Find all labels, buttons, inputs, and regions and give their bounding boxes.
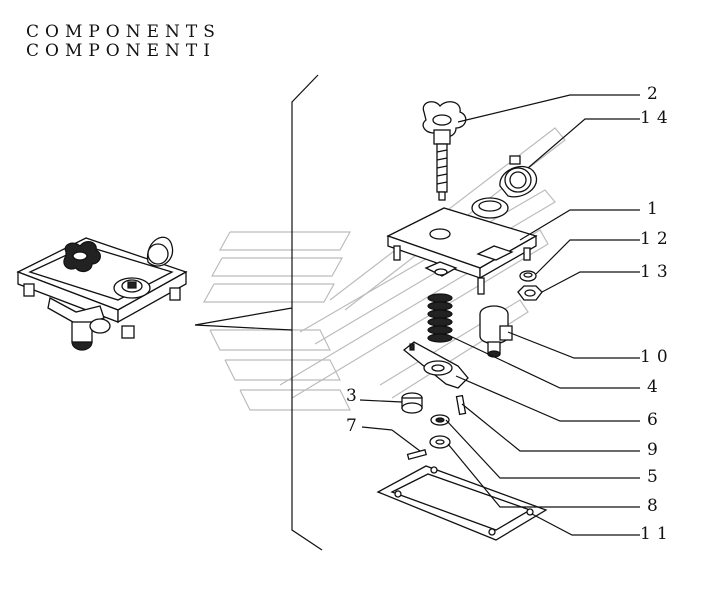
- part-10-plunger: [479, 305, 513, 358]
- part-14-flip-cap: [471, 155, 538, 219]
- callout-3: 3: [346, 386, 363, 406]
- callout-5: 5: [647, 467, 664, 487]
- callout-12: 12: [640, 229, 674, 249]
- part-11-gasket: [376, 465, 548, 541]
- callout-7: 7: [346, 416, 363, 436]
- part-6-lever: [402, 341, 469, 389]
- assembled-unit: [16, 236, 293, 351]
- watermark-ghost: [202, 127, 566, 411]
- part-9-pin: [455, 394, 467, 416]
- callout-14: 14: [640, 108, 674, 128]
- title-english: COMPONENTS: [26, 22, 221, 42]
- part-4-spring: [427, 293, 453, 343]
- callout-11: 11: [640, 524, 674, 544]
- part-2-star-knob: [422, 101, 467, 201]
- part-7-small-pin: [391, 429, 428, 461]
- callout-8: 8: [647, 496, 664, 516]
- callout-9: 9: [647, 440, 664, 460]
- part-5-small-nut: [430, 414, 450, 426]
- divider-line: [291, 74, 323, 551]
- part-3-bushing: [401, 392, 423, 414]
- title-italian: COMPONENTI: [26, 41, 216, 61]
- callout-10: 10: [640, 347, 674, 367]
- part-8-washer: [429, 435, 451, 449]
- callout-2: 2: [647, 84, 664, 104]
- part-1-top-plate: [386, 207, 538, 295]
- callout-6: 6: [647, 410, 664, 430]
- part-12-washer: [519, 270, 537, 282]
- callout-13: 13: [640, 262, 674, 282]
- leader-lines: [359, 94, 640, 536]
- part-13-nut: [517, 285, 543, 301]
- callout-4: 4: [647, 377, 664, 397]
- callout-1: 1: [647, 199, 664, 219]
